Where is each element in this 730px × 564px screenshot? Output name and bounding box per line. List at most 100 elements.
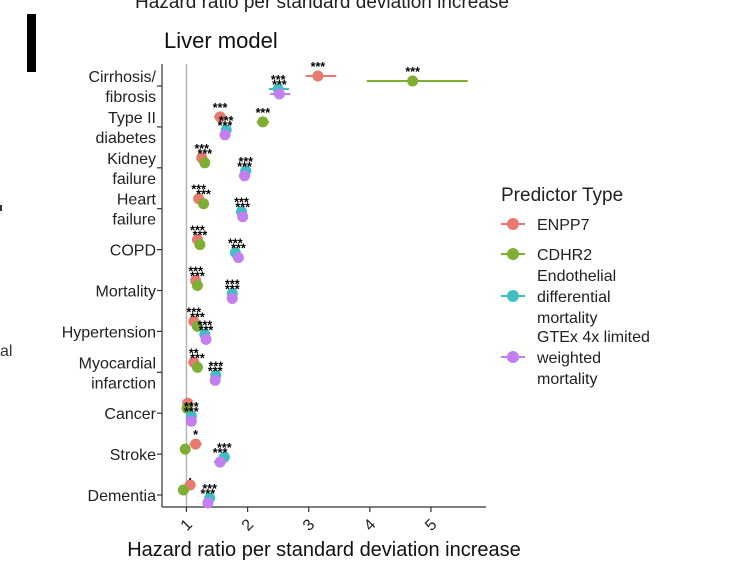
point-1-2 (199, 157, 211, 169)
point-3-9 (214, 456, 226, 468)
significance-label-2-7: *** (208, 359, 223, 373)
category-label-10: Dementia (88, 488, 157, 505)
category-label-line: Stroke (110, 447, 156, 464)
significance-label-3-0: *** (272, 78, 287, 92)
category-label-line: Myocardial (79, 355, 156, 372)
category-label-7: Myocardial infarction (79, 355, 156, 392)
x-tick-label-2: 2 (239, 516, 257, 534)
significance-label-3-1: *** (218, 119, 233, 133)
point-3-6 (200, 333, 212, 345)
significance-label-2-3: *** (234, 196, 249, 210)
category-label-line: Hypertension (62, 324, 156, 341)
significance-label-0-6: *** (186, 305, 201, 319)
point-3-0 (273, 88, 285, 100)
significance-label-2-2: *** (238, 155, 253, 169)
left-edge-bar (27, 14, 36, 72)
point-1-10 (177, 484, 189, 496)
significance-label-2-6: *** (197, 318, 212, 332)
legend-label-0: ENPP7 (537, 217, 590, 234)
point-3-5 (226, 293, 238, 304)
left-edge-fragment: al (0, 343, 12, 360)
point-1-0 (407, 75, 419, 87)
x-tick-label-3: 3 (300, 516, 318, 534)
significance-label-1-4: *** (193, 229, 208, 243)
significance-label-0-4: *** (190, 224, 205, 238)
significance-label-2-4: *** (228, 237, 243, 251)
category-label-9: Stroke (110, 447, 156, 464)
significance-label-0-2: *** (194, 142, 209, 156)
point-0-9 (190, 438, 202, 450)
category-label-line: infarction (91, 375, 156, 392)
point-3-4 (232, 252, 244, 264)
legend-label-line: Endothelial (537, 268, 616, 285)
category-label-line: Type II (108, 110, 156, 127)
point-1-4 (194, 239, 206, 251)
significance-label-3-3: *** (235, 201, 250, 215)
significance-label-1-7: *** (190, 351, 205, 365)
category-label-line: Dementia (88, 488, 157, 505)
legend-key-2 (507, 290, 519, 302)
significance-label-2-1: *** (219, 114, 234, 128)
significance-label-0-5: *** (188, 265, 203, 279)
legend-label-line: weighted (536, 350, 601, 367)
x-tick-label-5: 5 (422, 516, 440, 534)
legend-label-2: Endothelial differential mortality (537, 268, 616, 327)
category-label-line: Cancer (104, 406, 156, 423)
significance-label-1-1: *** (256, 106, 271, 120)
category-label-line: COPD (110, 243, 156, 260)
point-3-2 (239, 170, 251, 182)
significance-label-0-9: * (193, 428, 198, 442)
legend-label-line: GTEx 4x limited (537, 329, 650, 346)
x-tick-label-1: 1 (178, 516, 196, 534)
category-label-3: Heart failure (112, 192, 156, 229)
significance-label-1-3: *** (196, 188, 211, 202)
significance-label-0-10: . (188, 469, 191, 483)
legend-label-line: mortality (537, 310, 597, 327)
significance-label-3-8: *** (184, 405, 199, 419)
significance-label-3-10: *** (201, 487, 216, 501)
category-label-4: COPD (110, 243, 156, 260)
significance-label-3-4: *** (231, 242, 246, 256)
category-label-line: failure (112, 212, 156, 229)
point-3-8 (185, 415, 197, 427)
significance-label-2-0: *** (271, 73, 286, 87)
significance-label-0-7: ** (189, 346, 199, 360)
significance-label-2-8: *** (184, 400, 199, 414)
legend-key-3 (507, 351, 519, 363)
point-1-5 (191, 280, 203, 291)
category-label-line: fibrosis (105, 89, 156, 106)
significance-label-2-10: *** (202, 482, 217, 496)
x-axis-title: Hazard ratio per standard deviation incr… (127, 539, 521, 561)
point-0-1 (214, 111, 226, 123)
significance-label-0-1: *** (213, 101, 228, 115)
legend-label-line: ENPP7 (537, 217, 590, 234)
category-label-line: failure (112, 171, 156, 188)
point-1-7 (191, 361, 203, 373)
significance-label-3-2: *** (237, 160, 252, 174)
point-1-9 (179, 443, 191, 455)
category-label-0: Cirrhosis/fibrosis (88, 69, 156, 106)
left-edge-mark (0, 205, 2, 211)
significance-label-1-0: *** (405, 65, 420, 79)
significance-label-0-3: *** (191, 183, 206, 197)
significance-label-1-2: *** (197, 147, 212, 161)
legend-label-line: CDHR2 (537, 247, 592, 264)
point-1-1 (257, 116, 269, 128)
category-label-line: Heart (117, 192, 157, 209)
significance-label-2-9: *** (217, 441, 232, 455)
top-caption: Hazard ratio per standard deviation incr… (135, 0, 509, 13)
significance-label-3-9: *** (213, 446, 228, 460)
significance-label-3-7: *** (208, 364, 223, 378)
point-1-6 (191, 320, 203, 332)
legend-label-line: differential (537, 289, 611, 306)
category-label-line: diabetes (96, 130, 157, 147)
category-label-5: Mortality (96, 284, 156, 301)
x-tick-label-4: 4 (361, 516, 379, 534)
significance-label-0-0: *** (311, 60, 326, 74)
legend-label-1: CDHR2 (537, 247, 592, 264)
point-3-1 (219, 129, 231, 141)
